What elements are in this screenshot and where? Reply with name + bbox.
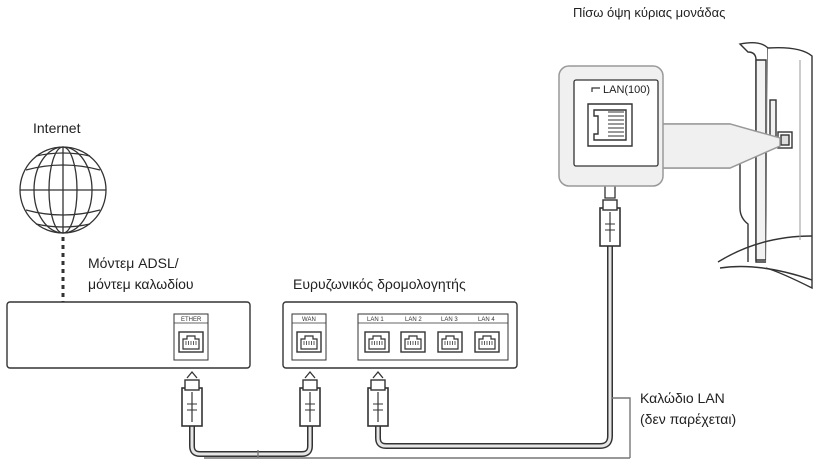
plug-modem: [181, 379, 203, 427]
router-port-label-lan2: LAN 2: [405, 317, 422, 323]
router-port-label-lan4: LAN 4: [478, 317, 495, 323]
router-lan4-port: [474, 331, 500, 353]
router-box: WAN LAN 1 LAN 2 LAN 3 LAN 4: [282, 301, 518, 369]
cable-label-line2: (δεν παρέχεται): [640, 411, 736, 427]
router-wan-port: [296, 331, 322, 353]
modem-port-label: ETHER: [181, 317, 202, 323]
lan-port-label: LAN(100): [603, 84, 650, 96]
modem-ether-port: [178, 331, 204, 353]
lan-cables: [189, 241, 613, 457]
router-port-label-lan3: LAN 3: [441, 317, 458, 323]
rear-view-label: Πίσω όψη κύριας μονάδας: [573, 5, 725, 20]
router-label: Ευρυζωνικός δρομολογητής: [293, 276, 466, 292]
router-port-label-lan1: LAN 1: [367, 317, 384, 323]
plug-lan1: [367, 379, 389, 427]
router-lan1-port: [364, 331, 390, 353]
modem-label-line2: μόντεμ καλωδίου: [88, 276, 194, 292]
plug-wan: [299, 379, 321, 427]
main-unit-illustration: [717, 41, 813, 290]
internet-label: Internet: [33, 120, 81, 136]
plug-main-unit: [599, 199, 621, 247]
modem-label-line1: Μόντεμ ADSL/: [88, 255, 179, 271]
rj45-socket-icon: [587, 103, 633, 147]
cable-callout-bracket: [204, 397, 631, 459]
router-port-label-wan: WAN: [302, 317, 316, 323]
lan-port-inset: LAN(100): [558, 65, 664, 187]
router-lan3-port: [437, 331, 463, 353]
router-lan2-port: [400, 331, 426, 353]
modem-box: ETHER: [6, 301, 251, 369]
globe-icon: [19, 146, 107, 234]
cable-label-line1: Καλώδιο LAN: [640, 390, 725, 406]
